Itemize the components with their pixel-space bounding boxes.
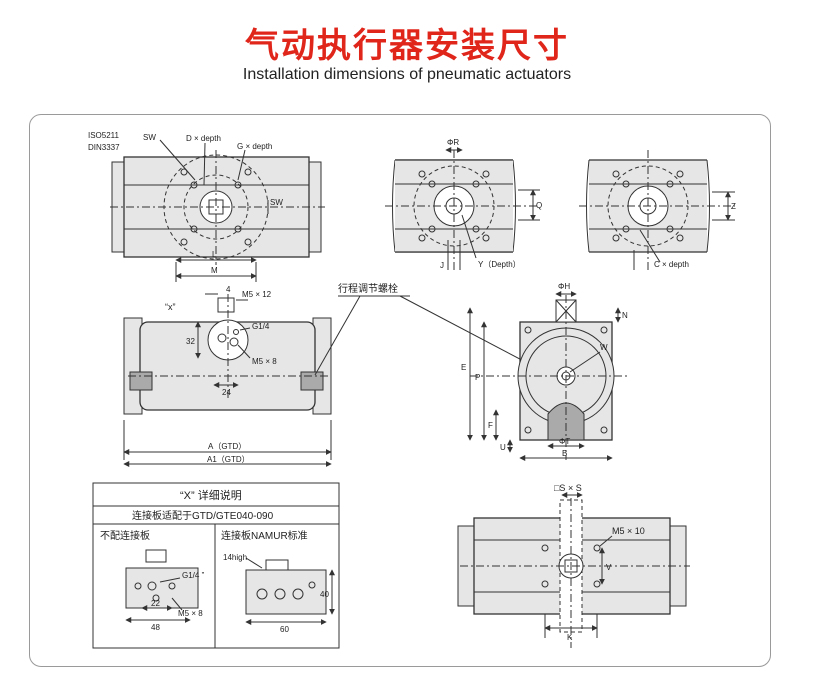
table-title: “X” 详细说明: [180, 488, 242, 502]
b-label: B: [562, 449, 567, 458]
f-label: F: [488, 421, 493, 430]
c-depth-label: C × depth: [654, 260, 689, 269]
e-label: E: [461, 363, 466, 372]
k-label: K: [567, 633, 573, 642]
phi-t-label: ΦT: [559, 437, 570, 446]
left-48-label: 48: [151, 623, 160, 632]
phi-h-label: ΦH: [558, 282, 570, 291]
dim-4-label: 4: [226, 285, 231, 294]
u-label: U: [500, 443, 506, 452]
bottom-view: [457, 492, 690, 648]
page-subtitle: Installation dimensions of pneumatic act…: [242, 66, 572, 83]
j-label: J: [440, 261, 444, 270]
v-label: V: [606, 563, 612, 572]
detail-c-view: [579, 150, 735, 270]
g-depth-label: G × depth: [237, 142, 272, 151]
top-view: [110, 139, 325, 282]
left-m5x8-label: M5 × 8: [178, 609, 203, 618]
detail-y-view: [385, 147, 540, 270]
sw-label: SW: [143, 133, 156, 142]
z-label: Z: [731, 202, 736, 211]
d-depth-label: D × depth: [186, 134, 221, 143]
g14-label: G1/4: [252, 322, 270, 331]
dim-32-label: 32: [186, 337, 195, 346]
namur-plate-title: 连接板NAMUR标准: [221, 529, 308, 542]
m-label: M: [211, 266, 218, 275]
p-label: P: [475, 373, 480, 382]
iso-label: ISO5211: [88, 131, 120, 140]
left-22-label: 22: [151, 599, 160, 608]
drawing-frame: [29, 114, 771, 667]
phi-r-label: ΦR: [447, 138, 459, 147]
a1-gtd-label: A1（GTD）: [207, 455, 250, 464]
q-label: Q: [536, 201, 542, 210]
m5x8-label: M5 × 8: [252, 357, 277, 366]
x-marker-label: “x”: [165, 302, 176, 312]
stroke-bolt-label: 行程调节螺栓: [338, 282, 398, 295]
w-label: W: [600, 343, 608, 352]
right-60-label: 60: [280, 625, 289, 634]
s-x-s-label: □S × S: [554, 483, 582, 493]
right-14high-label: 14high: [223, 553, 247, 562]
sw-label-right: SW: [270, 198, 283, 207]
din-label: DIN3337: [88, 143, 120, 152]
left-g14-label: G1/4 ”: [182, 571, 205, 580]
m5x12-label: M5 × 12: [242, 290, 272, 299]
a-gtd-label: A（GTD）: [208, 442, 246, 451]
x-detail-table: [92, 482, 340, 649]
side-view: [123, 293, 332, 467]
page-title: 气动执行器安装尺寸: [245, 26, 569, 66]
y-depth-label: Y（Depth）: [478, 260, 521, 269]
l-label: L: [212, 250, 217, 259]
table-subtitle: 连接板适配于GTD/GTE040-090: [132, 509, 274, 522]
dim-24-label: 24: [222, 388, 231, 397]
no-plate-title: 不配连接板: [100, 529, 150, 542]
end-view: [467, 291, 630, 461]
m5x10-label: M5 × 10: [612, 526, 645, 536]
right-40-label: 40: [320, 590, 329, 599]
n-label: N: [622, 311, 628, 320]
